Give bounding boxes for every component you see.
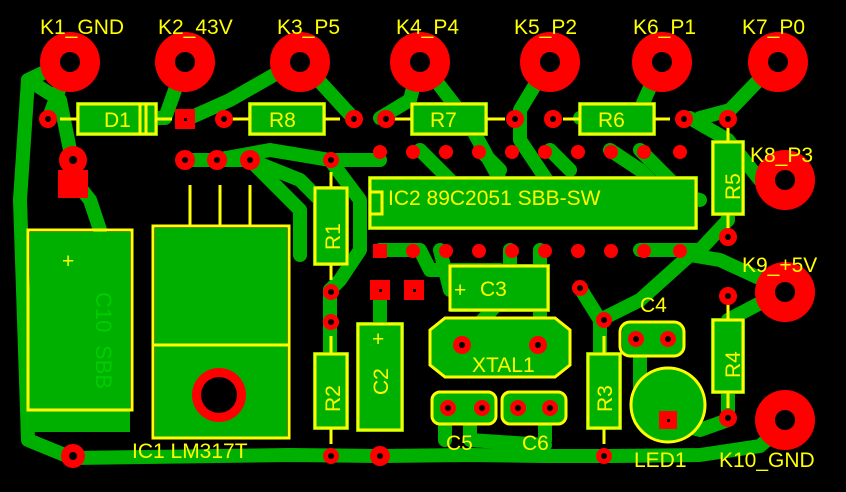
- small-holes: [45, 116, 731, 460]
- r1-label: R1: [322, 223, 345, 250]
- k7-label: K7_P0: [742, 16, 805, 39]
- k3-label: K3_P5: [277, 16, 340, 39]
- c4-outline: [618, 320, 686, 358]
- c6-label: C6: [522, 432, 549, 455]
- k2-label: K2_43V: [158, 16, 233, 39]
- xtal-label: XTAL1: [472, 354, 535, 377]
- component-labels: D1 R8 R7 R6 IC2 89C2051 SBB-SW C3 + C4 X…: [62, 109, 745, 472]
- copper-fills: [30, 102, 745, 441]
- ic2-label: IC2 89C2051 SBB-SW: [388, 187, 601, 210]
- r5-label: R5: [722, 173, 745, 200]
- component-pads: [39, 109, 737, 468]
- c10-label: C10: [91, 292, 116, 332]
- r7-label: R7: [430, 109, 457, 132]
- r8-label: R8: [269, 109, 296, 132]
- led1-label: LED1: [634, 449, 687, 472]
- r2-label: R2: [322, 385, 345, 412]
- c2-plus: +: [372, 328, 384, 351]
- xtal-outline: [428, 316, 572, 379]
- ic1-label: IC1 LM317T: [132, 440, 248, 463]
- c2-outline: [356, 322, 404, 432]
- c3-outline: [448, 264, 550, 312]
- k6-label: K6_P1: [633, 16, 696, 39]
- connector-labels: K1_GND K2_43V K3_P5 K4_P4 K5_P2 K6_P1 K7…: [40, 16, 817, 472]
- k9-label: K9_+5V: [742, 254, 817, 277]
- c3-plus: +: [454, 279, 466, 302]
- k5-label: K5_P2: [514, 16, 577, 39]
- c2-label: C2: [370, 368, 393, 395]
- c10-plus: +: [62, 250, 74, 273]
- c5-outline: [430, 390, 498, 426]
- c3-label: C3: [480, 278, 507, 301]
- c5-label: C5: [446, 432, 473, 455]
- ic2-outline: [368, 176, 698, 230]
- led1-outline: [629, 366, 707, 444]
- r3-label: R3: [594, 385, 617, 412]
- k1-label: K1_GND: [40, 16, 124, 39]
- r4-label: R4: [722, 351, 745, 378]
- silkscreen-outlines: [26, 102, 745, 444]
- c10-outline: [26, 228, 134, 412]
- ic1-mount-hole: [201, 377, 237, 413]
- c4-label: C4: [640, 294, 667, 317]
- connector-holes: [60, 52, 795, 430]
- sbb-label: SBB: [91, 345, 116, 389]
- k4-label: K4_P4: [396, 16, 459, 39]
- k8-label: K8_P3: [750, 144, 813, 167]
- k10-label: K10_GND: [719, 449, 815, 472]
- r6-label: R6: [598, 109, 625, 132]
- c6-outline: [500, 390, 568, 426]
- d1-label: D1: [104, 109, 131, 132]
